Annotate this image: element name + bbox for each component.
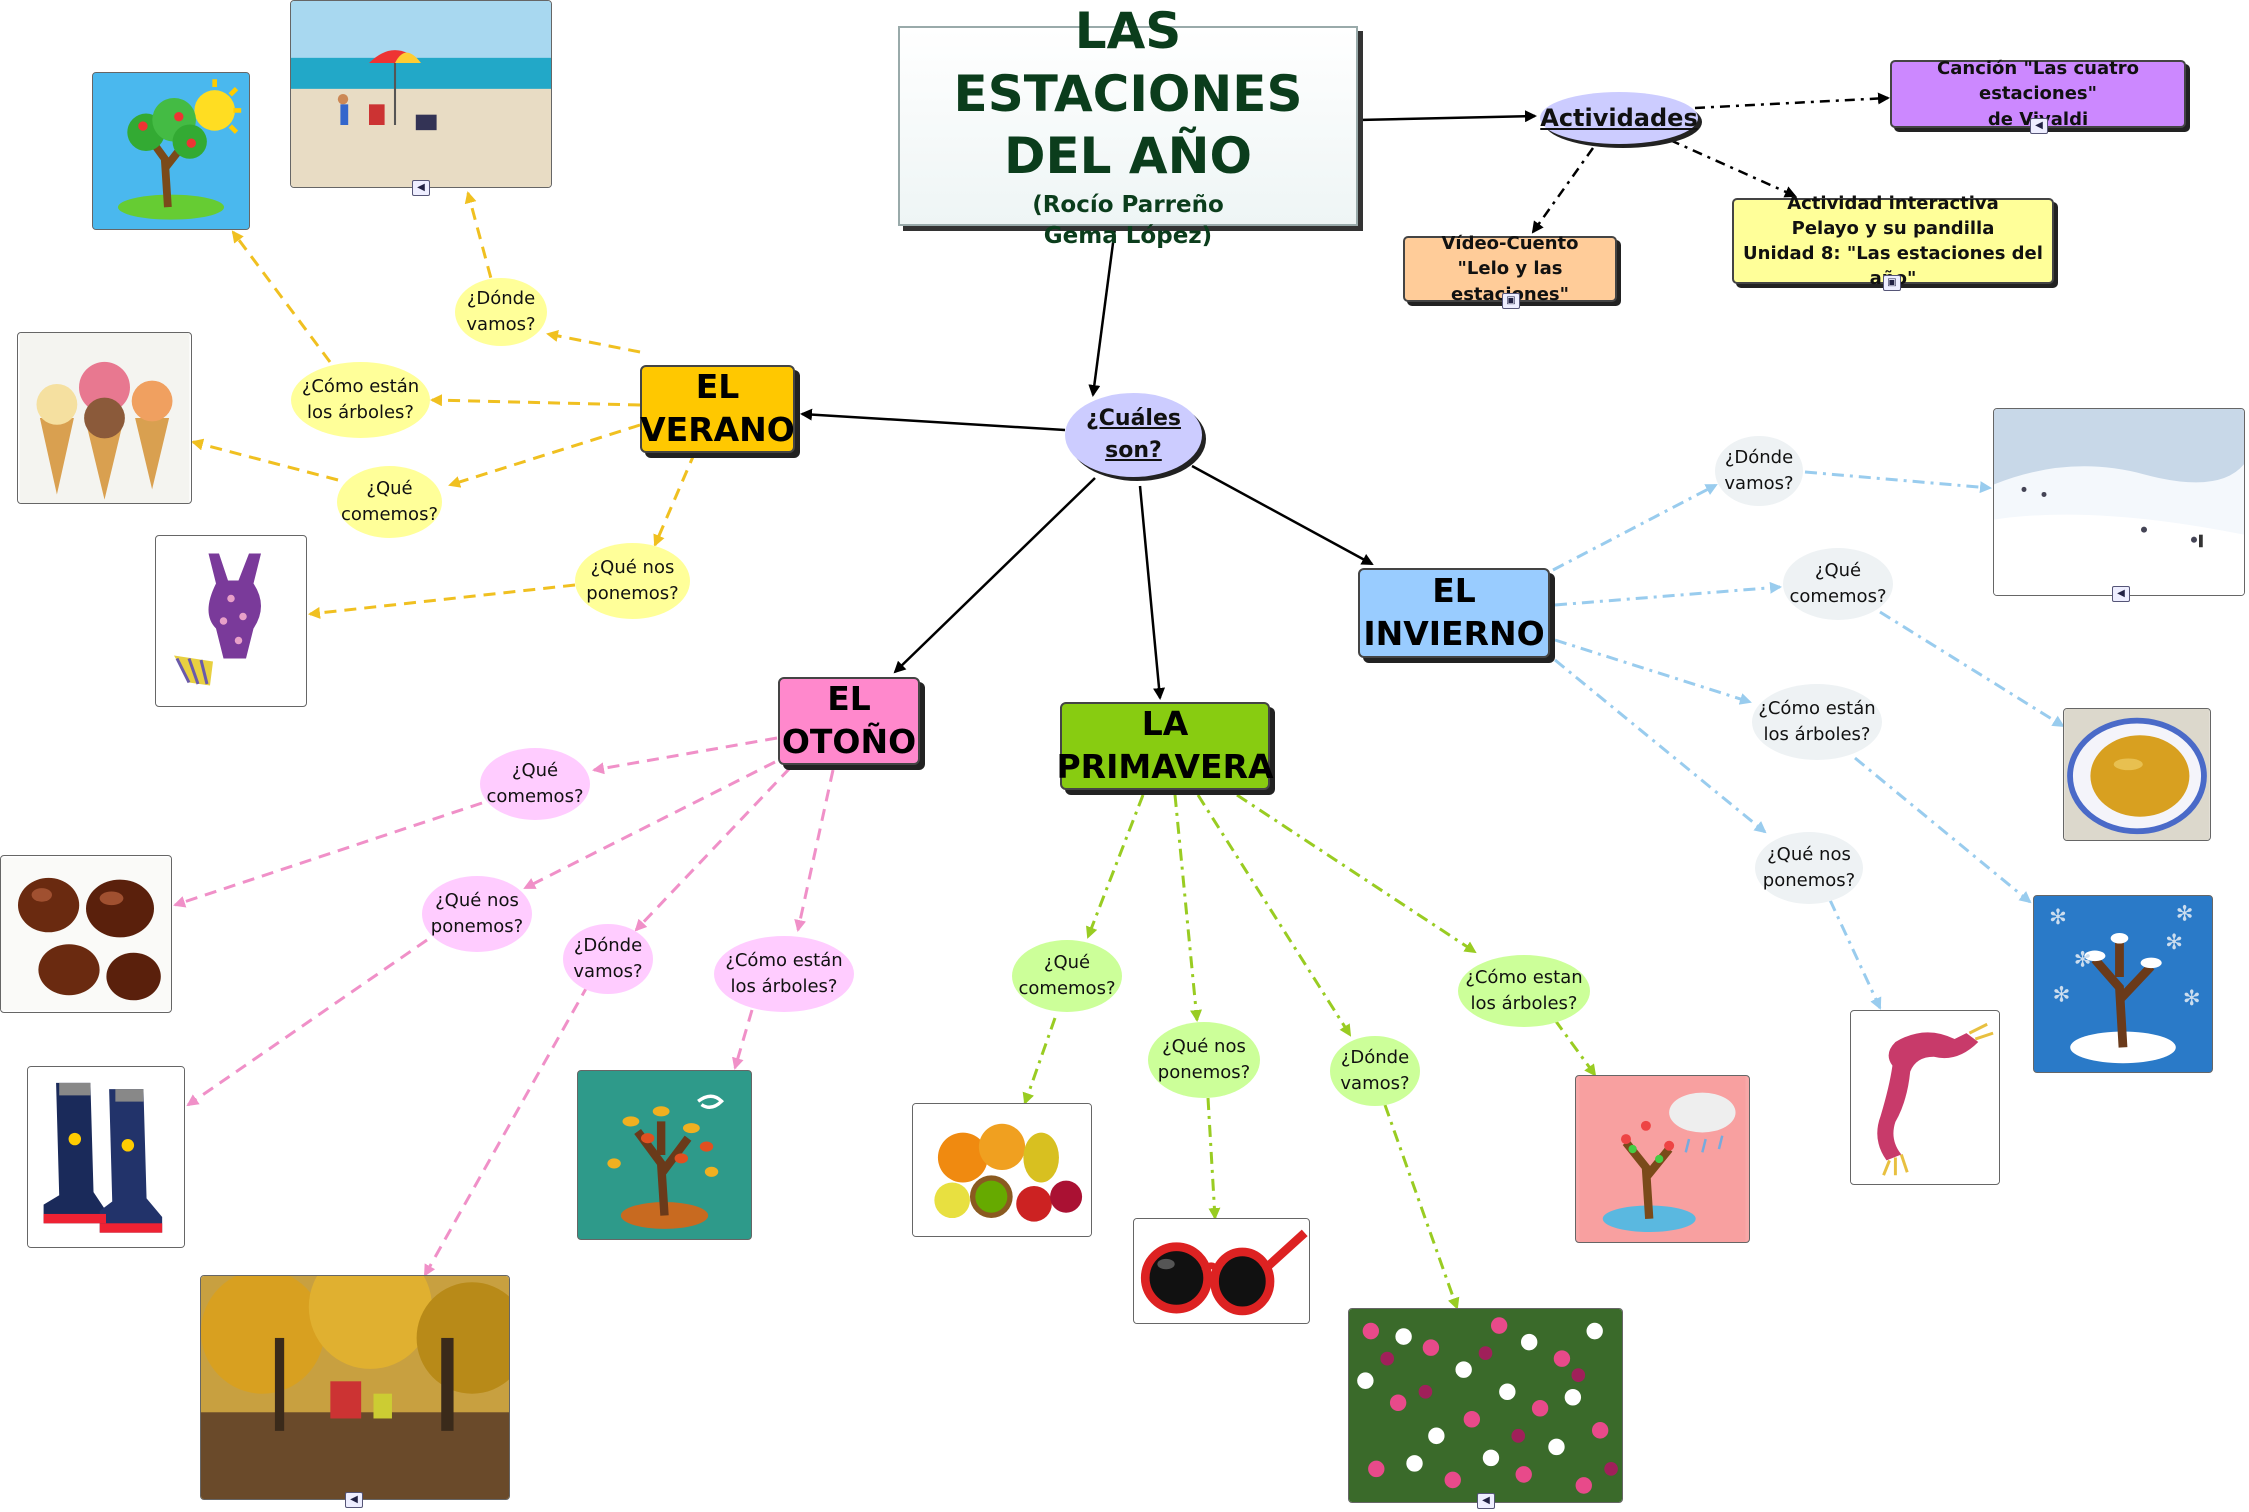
autumn-park-image — [200, 1275, 510, 1500]
season-primavera[interactable]: LA PRIMAVERA — [1056, 702, 1274, 790]
autumn-park-photo — [201, 1276, 509, 1499]
link-act-video — [1531, 147, 1595, 234]
link-center-otono — [893, 477, 1096, 674]
link-center-primavera — [1138, 485, 1166, 700]
beach-image — [290, 0, 552, 188]
invierno-que-ponemos[interactable]: ¿Qué nos ponemos? — [1755, 832, 1863, 904]
link-act-vivaldi — [1694, 92, 1890, 110]
rain-boots-photo — [28, 1067, 184, 1247]
link-center-verano — [800, 408, 1066, 432]
link-icon[interactable]: ▣ — [1883, 275, 1901, 291]
autumn-tree-image — [577, 1070, 752, 1240]
spring-tree-icon — [1579, 1076, 1746, 1242]
svg-text:✻: ✻ — [2049, 904, 2067, 929]
title-line-2: DEL AÑO — [1004, 127, 1252, 186]
actividades-bubble[interactable]: Actividades — [1540, 92, 1698, 144]
title-box: LAS ESTACIONES DEL AÑO (Rocío Parreño Ge… — [898, 2, 1358, 249]
tree-sun-image — [92, 72, 250, 230]
otono-que-ponemos[interactable]: ¿Qué nos ponemos? — [422, 876, 532, 952]
chestnuts-image — [0, 855, 172, 1013]
invierno-como-arboles[interactable]: ¿Cómo están los árboles? — [1752, 684, 1882, 760]
video-cuento-box[interactable]: Vídeo-Cuento "Lelo y las estaciones" — [1403, 233, 1617, 305]
scarf-icon — [1851, 1012, 1999, 1183]
svg-text:✻: ✻ — [2165, 929, 2183, 954]
season-otono[interactable]: EL OTOÑO — [778, 677, 920, 765]
rain-boots-image — [27, 1066, 185, 1248]
svg-text:✻: ✻ — [2074, 946, 2092, 971]
svg-text:✻: ✻ — [2183, 985, 2201, 1010]
link-icon[interactable]: ▣ — [1502, 293, 1520, 309]
invierno-que-comemos[interactable]: ¿Qué comemos? — [1783, 548, 1893, 620]
primavera-que-comemos[interactable]: ¿Qué comemos? — [1012, 940, 1122, 1012]
primavera-donde-vamos[interactable]: ¿Dónde vamos? — [1330, 1036, 1420, 1106]
primavera-que-ponemos[interactable]: ¿Qué nos ponemos? — [1148, 1022, 1260, 1098]
swimsuit-image — [155, 535, 307, 707]
sunglasses-icon — [1134, 1219, 1309, 1323]
verano-que-comemos[interactable]: ¿Qué comemos? — [337, 466, 442, 538]
interactive-activity-box[interactable]: Actividad interactiva Pelayo y su pandil… — [1732, 193, 2054, 289]
vivaldi-song-box[interactable]: Canción "Las cuatro estaciones" de Vival… — [1890, 58, 2186, 130]
ice-cream-image — [17, 332, 192, 504]
fruit-image — [912, 1103, 1092, 1237]
primavera-como-arboles[interactable]: ¿Cómo estan los árboles? — [1458, 955, 1590, 1027]
scarf-image — [1850, 1010, 2000, 1185]
center-question-bubble[interactable]: ¿Cuáles son? — [1065, 393, 1202, 477]
speaker-icon[interactable]: ◀ — [412, 180, 430, 196]
speaker-icon[interactable]: ◀ — [2112, 586, 2130, 602]
otono-donde-vamos[interactable]: ¿Dónde vamos? — [563, 924, 653, 994]
soup-bowl-photo — [2064, 709, 2210, 840]
otono-como-arboles[interactable]: ¿Cómo están los árboles? — [714, 936, 854, 1012]
snow-mountain-image — [1993, 408, 2245, 596]
autumn-tree-icon — [580, 1071, 749, 1239]
link-title-actividades — [1357, 110, 1537, 123]
season-invierno[interactable]: EL INVIERNO — [1358, 568, 1550, 658]
soup-bowl-image — [2063, 708, 2211, 841]
season-verano[interactable]: EL VERANO — [640, 365, 795, 453]
verano-que-ponemos[interactable]: ¿Qué nos ponemos? — [575, 543, 690, 619]
link-act-interactive — [1669, 138, 1797, 198]
tree-sun-icon — [93, 73, 249, 229]
beach-photo — [291, 1, 551, 187]
svg-text:✻: ✻ — [2053, 982, 2071, 1007]
verano-como-arboles[interactable]: ¿Cómo están los árboles? — [291, 362, 430, 438]
title-line-1: LAS ESTACIONES — [953, 2, 1303, 123]
flower-field-image — [1348, 1308, 1623, 1503]
verano-donde-vamos[interactable]: ¿Dónde vamos? — [455, 278, 547, 346]
ice-cream-photo — [19, 333, 190, 503]
snow-mountain-photo — [1994, 409, 2244, 595]
winter-tree-icon: ✻✻✻✻✻✻ — [2035, 896, 2211, 1072]
fruit-photo — [913, 1104, 1091, 1236]
invierno-donde-vamos[interactable]: ¿Dónde vamos? — [1715, 436, 1803, 506]
otono-que-comemos[interactable]: ¿Qué comemos? — [480, 748, 590, 820]
link-center-invierno — [1191, 464, 1374, 566]
title-authors-2: Gema López) — [1043, 223, 1213, 250]
chestnuts-photo — [1, 857, 171, 1011]
title-authors-1: (Rocío Parreño — [1032, 191, 1224, 218]
flower-field-photo — [1349, 1309, 1622, 1502]
link-title-center — [1088, 227, 1117, 397]
swimsuit-icon — [156, 538, 306, 704]
spring-tree-image — [1575, 1075, 1750, 1243]
speaker-icon[interactable]: ◀ — [2030, 118, 2048, 134]
speaker-icon[interactable]: ◀ — [345, 1492, 363, 1508]
svg-text:✻: ✻ — [2176, 901, 2194, 926]
speaker-icon[interactable]: ◀ — [1477, 1493, 1495, 1509]
winter-tree-image: ✻✻✻✻✻✻ — [2033, 895, 2213, 1073]
sunglasses-image — [1133, 1218, 1310, 1324]
